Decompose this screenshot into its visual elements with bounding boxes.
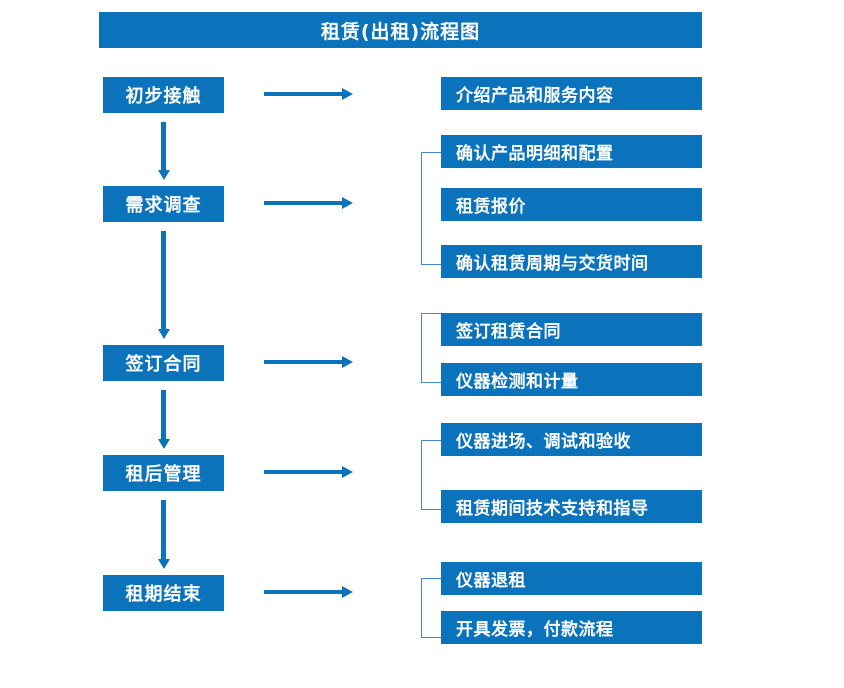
stage-detail-arrow-3 xyxy=(264,356,353,368)
stage-box-4[interactable]: 租后管理 xyxy=(103,455,224,491)
stage-box-3[interactable]: 签订合同 xyxy=(103,345,224,381)
detail-box-g2-2[interactable]: 租赁报价 xyxy=(441,188,702,221)
stage-connector-arrow-1-2 xyxy=(158,122,170,180)
stage-box-5[interactable]: 租期结束 xyxy=(103,575,224,611)
stage-connector-arrow-3-4 xyxy=(158,390,170,449)
group-bracket-2 xyxy=(421,152,441,265)
detail-box-g4-1[interactable]: 仪器进场、调试和验收 xyxy=(441,423,702,456)
stage-box-2[interactable]: 需求调查 xyxy=(103,186,224,222)
group-bracket-4 xyxy=(421,440,441,510)
stage-detail-arrow-5 xyxy=(264,586,353,598)
stage-detail-arrow-1 xyxy=(264,88,353,100)
detail-box-g4-2[interactable]: 租赁期间技术支持和指导 xyxy=(441,490,702,523)
detail-box-g2-3[interactable]: 确认租赁周期与交货时间 xyxy=(441,245,702,278)
group-bracket-3 xyxy=(421,313,441,383)
group-bracket-5 xyxy=(421,578,441,638)
stage-connector-arrow-2-3 xyxy=(158,231,170,339)
page-title: 租赁(出租)流程图 xyxy=(99,12,702,48)
detail-box-g3-1[interactable]: 签订租赁合同 xyxy=(441,313,702,346)
stage-detail-arrow-2 xyxy=(264,197,353,209)
stage-detail-arrow-4 xyxy=(264,466,353,478)
detail-box-g2-1[interactable]: 确认产品明细和配置 xyxy=(441,135,702,168)
detail-box-g5-2[interactable]: 开具发票，付款流程 xyxy=(441,611,702,644)
stage-connector-arrow-4-5 xyxy=(158,500,170,569)
detail-box-g1-1[interactable]: 介绍产品和服务内容 xyxy=(441,77,702,110)
detail-box-g3-2[interactable]: 仪器检测和计量 xyxy=(441,363,702,396)
detail-box-g5-1[interactable]: 仪器退租 xyxy=(441,562,702,595)
stage-box-1[interactable]: 初步接触 xyxy=(103,77,224,113)
